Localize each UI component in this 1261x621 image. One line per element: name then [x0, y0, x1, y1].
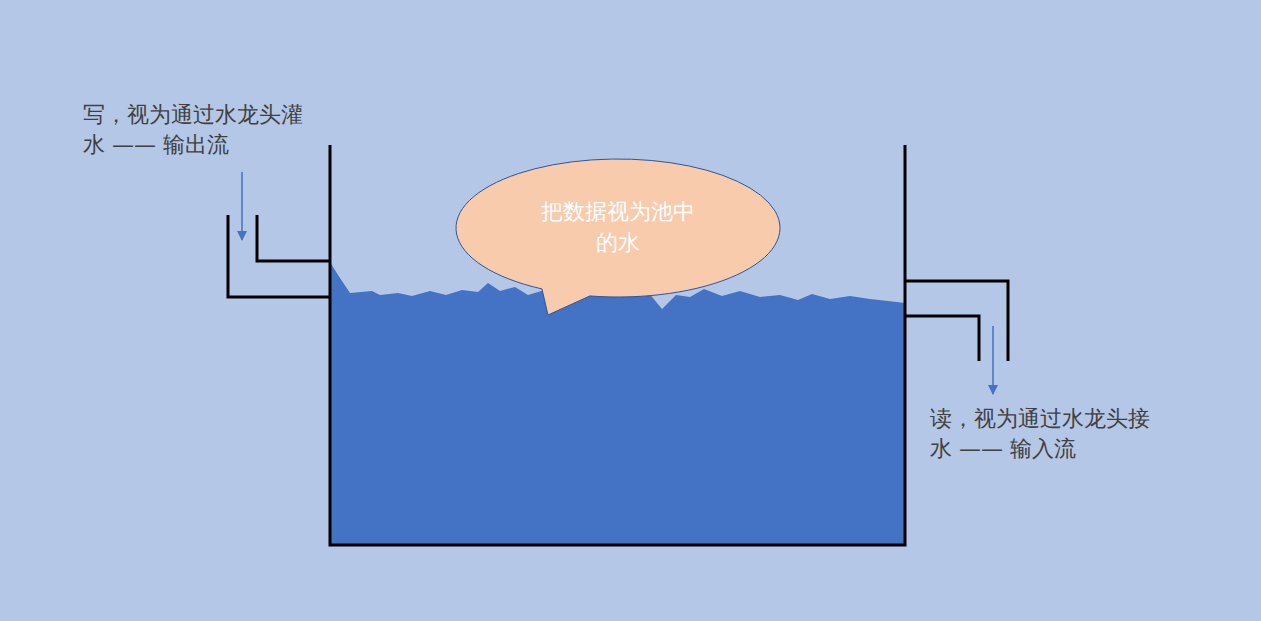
- water: [330, 262, 905, 545]
- speech-bubble: 把数据视为池中的水: [455, 158, 781, 298]
- tank-outline: [330, 145, 905, 545]
- bubble-outline: [455, 158, 781, 298]
- bubble-shape: [456, 159, 780, 315]
- bubble-text: 把数据视为池中的水: [537, 197, 700, 259]
- annotation-text: 读，视为通过水龙头接水 —— 输入流: [930, 404, 1159, 463]
- flow-arrow: [992, 326, 994, 394]
- flow-arrow: [241, 172, 243, 240]
- annotation-text: 写，视为通过水龙头灌水 —— 输出流: [83, 100, 312, 159]
- inlet-pipe: [228, 215, 330, 297]
